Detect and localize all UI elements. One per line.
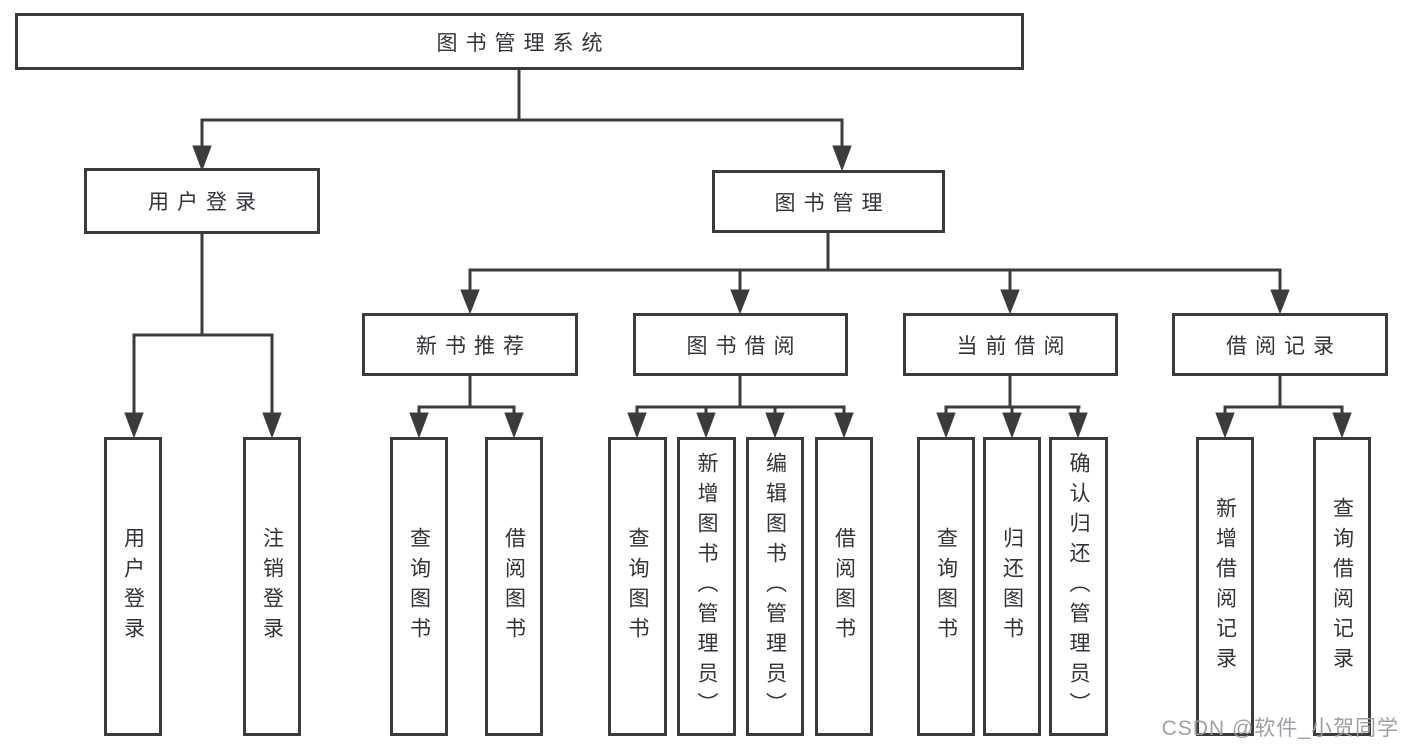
arrowhead xyxy=(765,412,785,439)
arrowhead xyxy=(1332,412,1352,439)
leaf-borrow-books: 借阅图书 xyxy=(815,437,873,736)
leaf-add-books-admin-label: 新增图书（管理员） xyxy=(695,451,718,722)
node-new-book-recommend-label: 新书推荐 xyxy=(416,334,532,358)
arrowhead xyxy=(936,412,956,439)
leaf-query-books-current: 查询图书 xyxy=(917,437,975,736)
leaf-confirm-return-admin: 确认归还（管理员） xyxy=(1049,437,1108,736)
leaf-user-login-label: 用户登录 xyxy=(121,526,145,647)
node-current-borrow: 当前借阅 xyxy=(903,313,1118,376)
edge-user-login-children xyxy=(124,234,282,439)
node-book-management: 图书管理 xyxy=(712,170,945,233)
leaf-query-borrow-record-label: 查询借阅记录 xyxy=(1330,496,1354,677)
arrowhead xyxy=(1000,289,1020,315)
arrowhead xyxy=(1215,412,1235,439)
arrowhead xyxy=(192,145,212,172)
leaf-query-books-recommend: 查询图书 xyxy=(390,437,448,736)
leaf-query-books-current-label: 查询图书 xyxy=(934,526,958,647)
node-user-login: 用户登录 xyxy=(84,168,320,234)
leaf-confirm-return-admin-label: 确认归还（管理员） xyxy=(1067,451,1090,722)
arrowhead xyxy=(834,412,854,439)
node-current-borrow-label: 当前借阅 xyxy=(956,334,1073,358)
arrowhead xyxy=(409,412,429,439)
arrowhead xyxy=(1270,289,1290,315)
arrowhead xyxy=(1002,412,1022,439)
edge-book-borrow-children xyxy=(627,376,854,439)
leaf-edit-books-admin-label: 编辑图书（管理员） xyxy=(763,451,787,722)
leaf-return-books: 归还图书 xyxy=(983,437,1041,736)
leaf-add-borrow-record: 新增借阅记录 xyxy=(1196,437,1254,736)
leaf-borrow-books-recommend-label: 借阅图书 xyxy=(502,526,526,647)
arrowhead xyxy=(730,289,750,315)
arrowhead xyxy=(832,145,852,172)
leaf-query-books-borrow: 查询图书 xyxy=(608,437,667,736)
arrowhead xyxy=(460,289,480,315)
leaf-user-login: 用户登录 xyxy=(104,437,162,736)
node-borrow-records: 借阅记录 xyxy=(1172,313,1388,376)
node-book-borrow: 图书借阅 xyxy=(633,313,848,376)
arrowhead xyxy=(1068,412,1088,439)
arrowhead xyxy=(504,412,524,439)
edge-root-to-level1 xyxy=(192,70,852,172)
leaf-logout-label: 注销登录 xyxy=(260,526,284,647)
leaf-query-borrow-record: 查询借阅记录 xyxy=(1313,437,1371,736)
leaf-edit-books-admin: 编辑图书（管理员） xyxy=(746,437,804,736)
leaf-borrow-books-recommend: 借阅图书 xyxy=(485,437,543,736)
node-root: 图书管理系统 xyxy=(15,13,1024,70)
edge-new-book-recommend-children xyxy=(409,376,524,439)
node-borrow-records-label: 借阅记录 xyxy=(1226,334,1342,358)
leaf-return-books-label: 归还图书 xyxy=(1000,526,1024,647)
edge-borrow-records-children xyxy=(1215,376,1352,439)
edge-book-management-children xyxy=(460,233,1290,315)
node-book-borrow-label: 图书借阅 xyxy=(686,334,803,358)
node-root-label: 图书管理系统 xyxy=(436,31,611,55)
leaf-query-books-borrow-label: 查询图书 xyxy=(626,526,649,647)
arrowhead xyxy=(124,412,144,439)
arrowhead xyxy=(627,412,647,439)
leaf-borrow-books-label: 借阅图书 xyxy=(832,526,856,647)
node-user-login-label: 用户登录 xyxy=(148,191,264,214)
leaf-add-borrow-record-label: 新增借阅记录 xyxy=(1213,496,1237,677)
arrowhead xyxy=(696,412,716,439)
leaf-query-books-recommend-label: 查询图书 xyxy=(407,526,431,647)
node-new-book-recommend: 新书推荐 xyxy=(362,313,578,376)
arrowhead xyxy=(262,412,282,439)
node-book-management-label: 图书管理 xyxy=(774,191,891,215)
leaf-logout: 注销登录 xyxy=(243,437,301,736)
edge-current-borrow-children xyxy=(936,376,1088,439)
watermark: CSDN @软件_小贺同学 xyxy=(1161,717,1399,740)
leaf-add-books-admin: 新增图书（管理员） xyxy=(677,437,736,736)
